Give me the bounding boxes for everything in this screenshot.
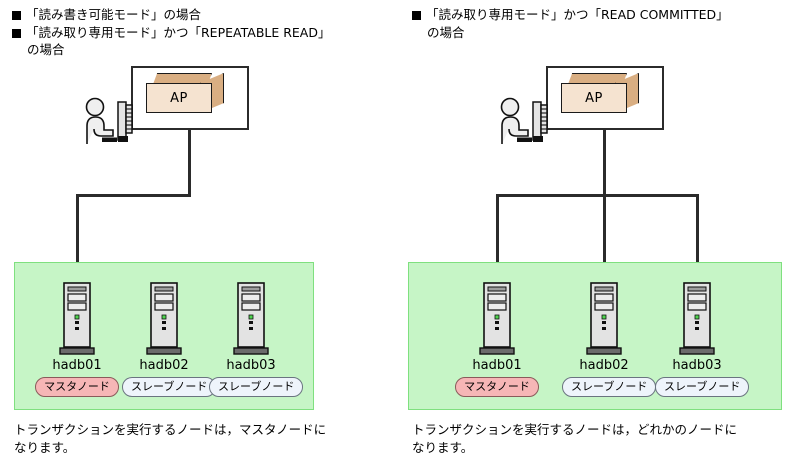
left-heading-text-3: の場合 <box>27 42 65 57</box>
right-heading-line-1: 「読み取り専用モード」かつ「READ COMMITTED」 <box>412 6 792 24</box>
node-name-label: hadb01 <box>52 358 102 373</box>
node-name-label: hadb01 <box>472 358 522 373</box>
node-role-badge: マスタノード <box>35 377 119 397</box>
right-connector-horizontal-bus <box>496 194 699 197</box>
left-caption-line-1: トランザクションを実行するノードは，マスタノードに <box>14 422 327 437</box>
right-caption: トランザクションを実行するノードは，どれかのノードに なります。 <box>412 421 737 456</box>
left-connector-horizontal <box>76 194 191 197</box>
left-node-hadb02: hadb02 スレーブノード <box>122 282 217 397</box>
server-tower-icon <box>479 282 515 356</box>
left-scenario-panel: 「読み書き可能モード」の場合 「読み取り専用モード」かつ「REPEATABLE … <box>12 6 394 456</box>
node-role-badge: スレーブノード <box>655 377 750 397</box>
right-caption-line-1: トランザクションを実行するノードは，どれかのノードに <box>412 422 738 437</box>
bullet-square-icon <box>412 11 421 20</box>
right-heading-text-1: 「読み取り専用モード」かつ「READ COMMITTED」 <box>426 7 729 22</box>
left-connector-vertical-from-ap <box>188 130 191 196</box>
right-node-hadb03: hadb03 スレーブノード <box>655 282 750 397</box>
left-ap-box: AP <box>146 73 224 113</box>
left-node-hadb03: hadb03 スレーブノード <box>209 282 304 397</box>
node-name-label: hadb02 <box>579 358 629 373</box>
right-connector-branch-hadb02 <box>603 194 606 279</box>
server-tower-icon <box>679 282 715 356</box>
right-caption-line-2: なります。 <box>412 439 474 455</box>
node-name-label: hadb03 <box>672 358 722 373</box>
left-heading-line-1: 「読み書き可能モード」の場合 <box>12 6 394 24</box>
left-caption: トランザクションを実行するノードは，マスタノードに なります。 <box>14 421 326 456</box>
node-role-badge: スレーブノード <box>209 377 304 397</box>
right-user-terminal-icon <box>495 96 551 148</box>
left-connector-vertical-to-node <box>76 194 79 279</box>
left-heading-text-2: 「読み取り専用モード」かつ「REPEATABLE READ」 <box>26 24 331 40</box>
bullet-square-icon <box>12 28 21 38</box>
left-heading-text-1: 「読み書き可能モード」の場合 <box>26 7 202 22</box>
right-scenario-panel: 「読み取り専用モード」かつ「READ COMMITTED」 の場合 AP <box>400 0 792 472</box>
right-heading: 「読み取り専用モード」かつ「READ COMMITTED」 の場合 <box>412 6 792 41</box>
right-connector-branch-hadb03 <box>696 194 699 279</box>
left-caption-line-2: なります。 <box>14 439 76 455</box>
left-node-hadb01: hadb01 マスタノード <box>35 282 119 397</box>
ap-box-label: AP <box>561 83 627 113</box>
right-connector-vertical-from-ap <box>603 130 606 196</box>
right-node-hadb01: hadb01 マスタノード <box>455 282 539 397</box>
right-ap-box: AP <box>561 73 639 113</box>
right-heading-text-2: の場合 <box>427 24 465 40</box>
server-tower-icon <box>586 282 622 356</box>
bullet-square-icon <box>12 11 21 20</box>
left-heading: 「読み書き可能モード」の場合 「読み取り専用モード」かつ「REPEATABLE … <box>12 6 394 59</box>
server-tower-icon <box>233 282 269 356</box>
left-user-terminal-icon <box>80 96 136 148</box>
left-heading-line-2: 「読み取り専用モード」かつ「REPEATABLE READ」 <box>12 24 394 42</box>
server-tower-icon <box>146 282 182 356</box>
node-name-label: hadb03 <box>226 358 276 373</box>
node-role-badge: スレーブノード <box>122 377 217 397</box>
node-name-label: hadb02 <box>139 358 189 373</box>
node-role-badge: マスタノード <box>455 377 539 397</box>
right-connector-branch-hadb01 <box>496 194 499 279</box>
server-tower-icon <box>59 282 95 356</box>
node-role-badge: スレーブノード <box>562 377 657 397</box>
right-node-hadb02: hadb02 スレーブノード <box>562 282 657 397</box>
ap-box-label: AP <box>146 83 212 113</box>
